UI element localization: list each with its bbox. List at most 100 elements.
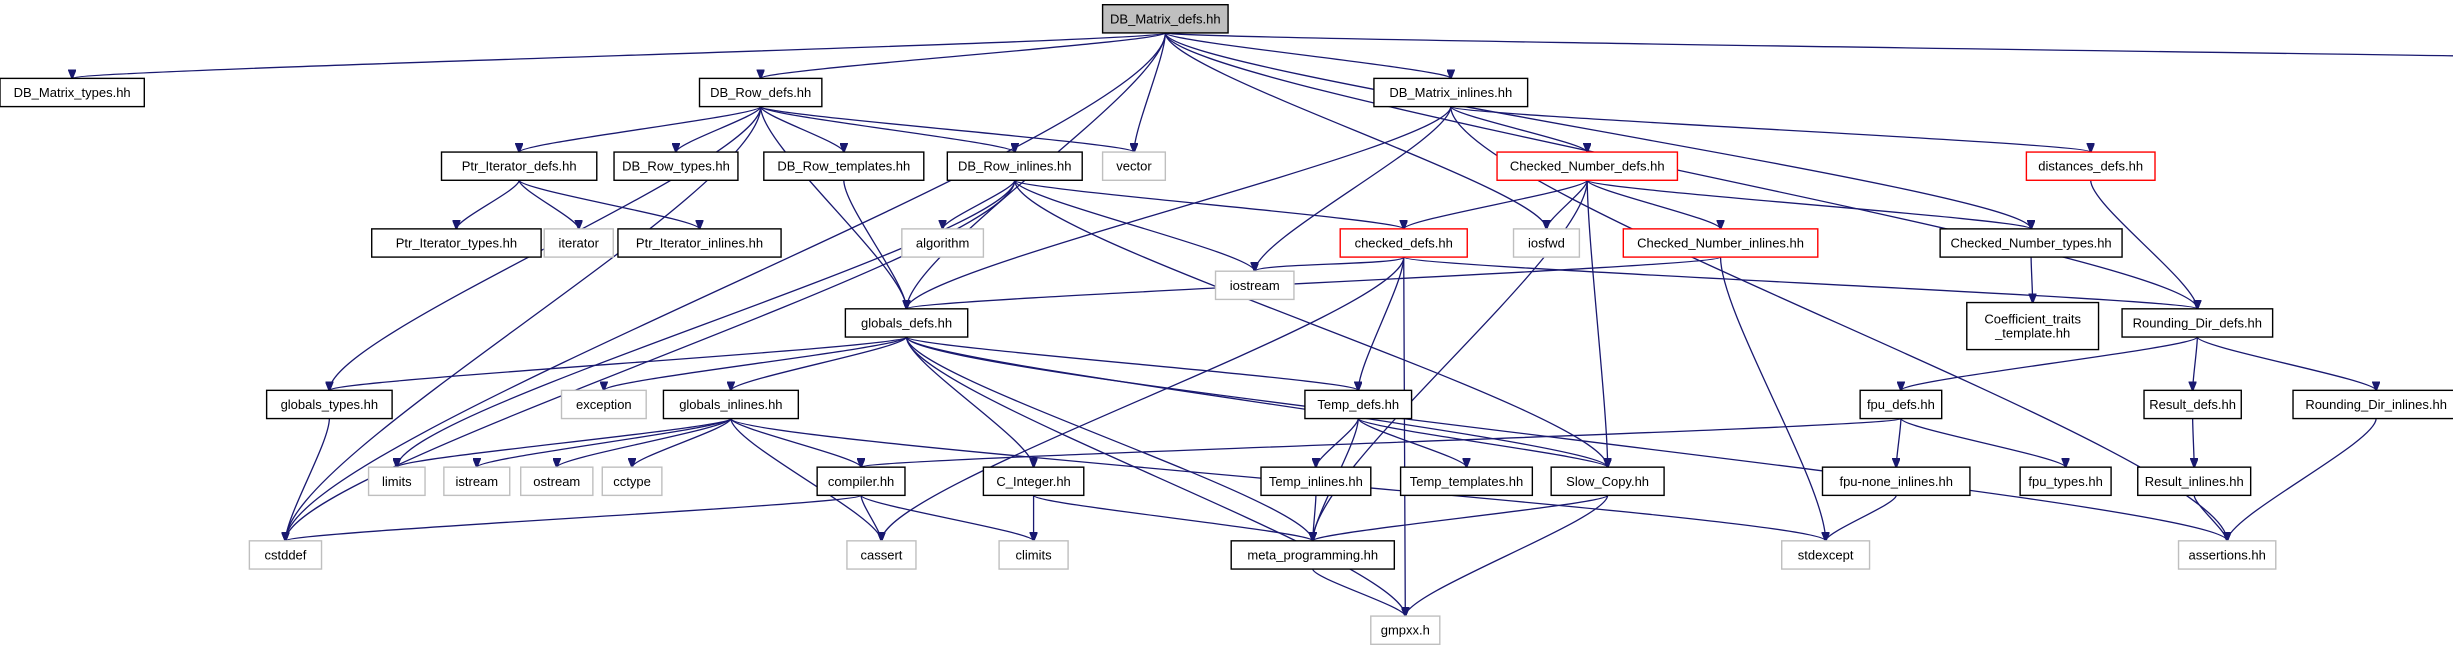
node-vector[interactable]: vector xyxy=(1101,151,1167,181)
node-ostream[interactable]: ostream xyxy=(520,466,594,497)
edge-DB_Row_inlines-to-limits xyxy=(397,180,1016,467)
node-gmpxx[interactable]: gmpxx.h xyxy=(1370,615,1441,645)
node-temp-templates[interactable]: Temp_templates.hh xyxy=(1399,466,1534,497)
node-box xyxy=(248,540,323,570)
node-label: Slow_Copy.hh xyxy=(1566,474,1649,489)
node-label: fpu_types.hh xyxy=(2028,474,2102,489)
node-result-defs[interactable]: Result_defs.hh xyxy=(2143,389,2242,420)
edge-Temp_defs-to-Temp_templates xyxy=(1357,418,1466,468)
node-assertions[interactable]: assertions.hh xyxy=(2177,540,2277,570)
edge-DB_Row_inlines-to-Slow_Copy xyxy=(1014,180,1608,467)
edge-Ptr_Iterator_defs-to-Ptr_Iterator_types xyxy=(456,180,520,229)
node-db-row-defs[interactable]: DB_Row_defs.hh xyxy=(698,77,823,108)
node-cctype[interactable]: cctype xyxy=(601,466,663,497)
node-box xyxy=(1101,4,1229,34)
node-checked-number-defs[interactable]: Checked_Number_defs.hh xyxy=(1496,151,1679,181)
edge-globals_defs-to-Slow_Copy xyxy=(905,336,1608,467)
node-globals-defs[interactable]: globals_defs.hh xyxy=(844,308,969,338)
node-checked-number-inlines[interactable]: Checked_Number_inlines.hh xyxy=(1622,228,1819,258)
node-stdexcept[interactable]: stdexcept xyxy=(1781,540,1871,570)
edge-Temp_defs-to-Slow_Copy xyxy=(1357,417,1607,468)
node-checked-number-types[interactable]: Checked_Number_types.hh xyxy=(1939,228,2123,258)
node-distances-defs[interactable]: distances_defs.hh xyxy=(2025,151,2156,181)
node-result-inlines[interactable]: Result_inlines.hh xyxy=(2137,466,2252,497)
edge-Checked_Number_inlines-to-globals_defs xyxy=(907,256,1722,309)
node-box xyxy=(946,151,1083,181)
node-climits[interactable]: climits xyxy=(998,540,1069,570)
edge-DB_Row_inlines-to-algorithm xyxy=(943,179,1016,229)
node-globals-types[interactable]: globals_types.hh xyxy=(265,389,393,420)
node-box xyxy=(543,228,614,258)
node-compiler[interactable]: compiler.hh xyxy=(816,466,906,497)
node-iostream[interactable]: iostream xyxy=(1214,270,1295,301)
node-box xyxy=(1339,228,1468,258)
node-rounding-dir-defs[interactable]: Rounding_Dir_defs.hh xyxy=(2121,308,2274,338)
edge-DB_Matrix_inlines-to-iostream xyxy=(1255,106,1452,272)
node-exception[interactable]: exception xyxy=(560,389,647,420)
edge-DB_Row_defs-to-globals_defs xyxy=(760,106,907,309)
node-rounding-dir-inlines[interactable]: Rounding_Dir_inlines.hh xyxy=(2292,389,2453,420)
edge-DB_Row_inlines-to-iostream xyxy=(1014,179,1255,271)
node-label: Ptr_Iterator_inlines.hh xyxy=(636,235,763,250)
node-db-matrix-defs[interactable]: DB_Matrix_defs.hh xyxy=(1101,4,1229,34)
node-limits[interactable]: limits xyxy=(367,466,426,497)
node-label: DB_Row_inlines.hh xyxy=(958,159,1071,174)
node-fpu-none-inlines[interactable]: fpu-none_inlines.hh xyxy=(1821,466,1971,497)
node-slow-copy[interactable]: Slow_Copy.hh xyxy=(1550,466,1665,497)
node-box xyxy=(1370,615,1441,645)
node-label: C_Integer.hh xyxy=(996,474,1070,489)
node-iterator[interactable]: iterator xyxy=(543,228,614,258)
edge-Rounding_Dir_inlines-to-assertions xyxy=(2227,418,2377,541)
edge-Checked_Number_defs-to-Checked_Number_inlines xyxy=(1586,179,1720,229)
edge-DB_Matrix_defs-to-DB_Matrix_templates xyxy=(1164,32,2453,57)
edge-Result_inlines-to-assertions xyxy=(2193,495,2227,540)
node-coefficient-traits-template[interactable]: Coefficient_traits_template.hh xyxy=(1966,301,2100,351)
node-db-row-templates[interactable]: DB_Row_templates.hh xyxy=(763,151,925,181)
node-ptr-iterator-inlines[interactable]: Ptr_Iterator_inlines.hh xyxy=(617,228,782,258)
edge-globals_inlines-to-cctype xyxy=(632,418,732,468)
node-meta-programming[interactable]: meta_programming.hh xyxy=(1230,540,1396,570)
node-c-integer[interactable]: C_Integer.hh xyxy=(982,466,1085,497)
node-label: Temp_defs.hh xyxy=(1317,397,1399,412)
node-box xyxy=(1939,228,2123,258)
node-label: Temp_templates.hh xyxy=(1410,474,1523,489)
node-db-matrix-types[interactable]: DB_Matrix_types.hh xyxy=(0,77,145,108)
node-temp-defs[interactable]: Temp_defs.hh xyxy=(1304,389,1413,420)
node-label: Result_defs.hh xyxy=(2149,397,2236,412)
edge-globals_defs-to-globals_types xyxy=(329,336,908,390)
edge-DB_Matrix_defs-to-iosfwd xyxy=(1164,32,1546,229)
node-temp-inlines[interactable]: Temp_inlines.hh xyxy=(1260,466,1372,497)
node-db-row-types[interactable]: DB_Row_types.hh xyxy=(613,151,739,181)
edge-DB_Row_defs-to-DB_Row_types xyxy=(676,106,762,152)
node-ptr-iterator-defs[interactable]: Ptr_Iterator_defs.hh xyxy=(440,151,598,181)
node-box xyxy=(1399,466,1534,497)
node-label: DB_Row_templates.hh xyxy=(777,159,910,174)
edge-DB_Matrix_inlines-to-globals_defs xyxy=(907,106,1452,309)
node-label: Rounding_Dir_inlines.hh xyxy=(2305,397,2447,412)
node-fpu-types[interactable]: fpu_types.hh xyxy=(2019,466,2112,497)
node-label: cctype xyxy=(613,474,651,489)
node-istream[interactable]: istream xyxy=(443,466,511,497)
node-box xyxy=(982,466,1085,497)
node-label: gmpxx.h xyxy=(1381,623,1430,638)
edge-DB_Matrix_defs-to-cstddef xyxy=(285,32,1166,541)
node-globals-inlines[interactable]: globals_inlines.hh xyxy=(662,389,800,420)
node-cstddef[interactable]: cstddef xyxy=(248,540,323,570)
node-db-row-inlines[interactable]: DB_Row_inlines.hh xyxy=(946,151,1083,181)
edge-compiler-to-cstddef xyxy=(285,494,862,540)
edge-DB_Row_templates-to-globals_defs xyxy=(843,180,907,309)
node-label: Ptr_Iterator_types.hh xyxy=(396,235,517,250)
node-db-matrix-inlines[interactable]: DB_Matrix_inlines.hh xyxy=(1373,77,1529,108)
edge-DB_Matrix_inlines-to-Checked_Number_defs xyxy=(1450,105,1587,152)
node-label: globals_types.hh xyxy=(281,397,379,412)
node-label: distances_defs.hh xyxy=(2038,159,2143,174)
node-iosfwd[interactable]: iosfwd xyxy=(1512,228,1581,258)
edges-layer xyxy=(72,32,2453,616)
edge-meta_programming-to-gmpxx xyxy=(1312,568,1406,616)
node-cassert[interactable]: cassert xyxy=(846,540,917,570)
node-ptr-iterator-types[interactable]: Ptr_Iterator_types.hh xyxy=(371,228,542,258)
node-box xyxy=(1230,540,1396,570)
node-checked-defs[interactable]: checked_defs.hh xyxy=(1339,228,1468,258)
node-algorithm[interactable]: algorithm xyxy=(901,228,985,258)
node-fpu-defs[interactable]: fpu_defs.hh xyxy=(1859,389,1943,420)
